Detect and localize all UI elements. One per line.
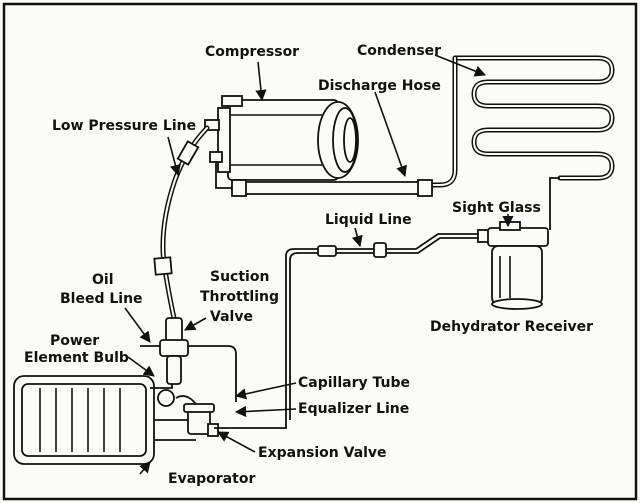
labels: Compressor Condenser Discharge Hose Low … bbox=[24, 43, 593, 487]
label-evaporator: Evaporator bbox=[168, 471, 255, 487]
label-suction-2: Throttling bbox=[200, 289, 279, 305]
label-equalizer-line: Equalizer Line bbox=[298, 401, 409, 417]
label-suction-1: Suction bbox=[210, 269, 269, 285]
label-compressor: Compressor bbox=[205, 44, 299, 60]
label-sight-glass: Sight Glass bbox=[452, 200, 541, 216]
label-power-element-bulb-2: Element Bulb bbox=[24, 350, 129, 366]
label-expansion-valve: Expansion Valve bbox=[258, 445, 387, 461]
leader-lines bbox=[124, 54, 514, 475]
suction-throttling-valve bbox=[140, 317, 237, 402]
label-low-pressure-line: Low Pressure Line bbox=[52, 118, 196, 134]
label-liquid-line: Liquid Line bbox=[325, 212, 412, 228]
label-discharge-hose: Discharge Hose bbox=[318, 78, 441, 94]
label-condenser: Condenser bbox=[357, 43, 441, 59]
label-oil-bleed-line-2: Bleed Line bbox=[60, 291, 143, 307]
compressor bbox=[204, 95, 359, 181]
low-pressure-line bbox=[153, 125, 210, 321]
expansion-valve bbox=[175, 395, 287, 437]
label-power-element-bulb-1: Power bbox=[50, 333, 99, 349]
liquid-line bbox=[285, 229, 491, 420]
label-oil-bleed-line-1: Oil bbox=[92, 272, 114, 288]
label-capillary-tube: Capillary Tube bbox=[298, 375, 410, 391]
discharge-hose bbox=[215, 162, 433, 197]
label-dehydrator-receiver: Dehydrator Receiver bbox=[430, 319, 593, 335]
evaporator bbox=[13, 375, 196, 465]
label-suction-3: Valve bbox=[210, 309, 253, 325]
condenser bbox=[427, 55, 615, 230]
dehydrator-receiver bbox=[487, 221, 549, 310]
